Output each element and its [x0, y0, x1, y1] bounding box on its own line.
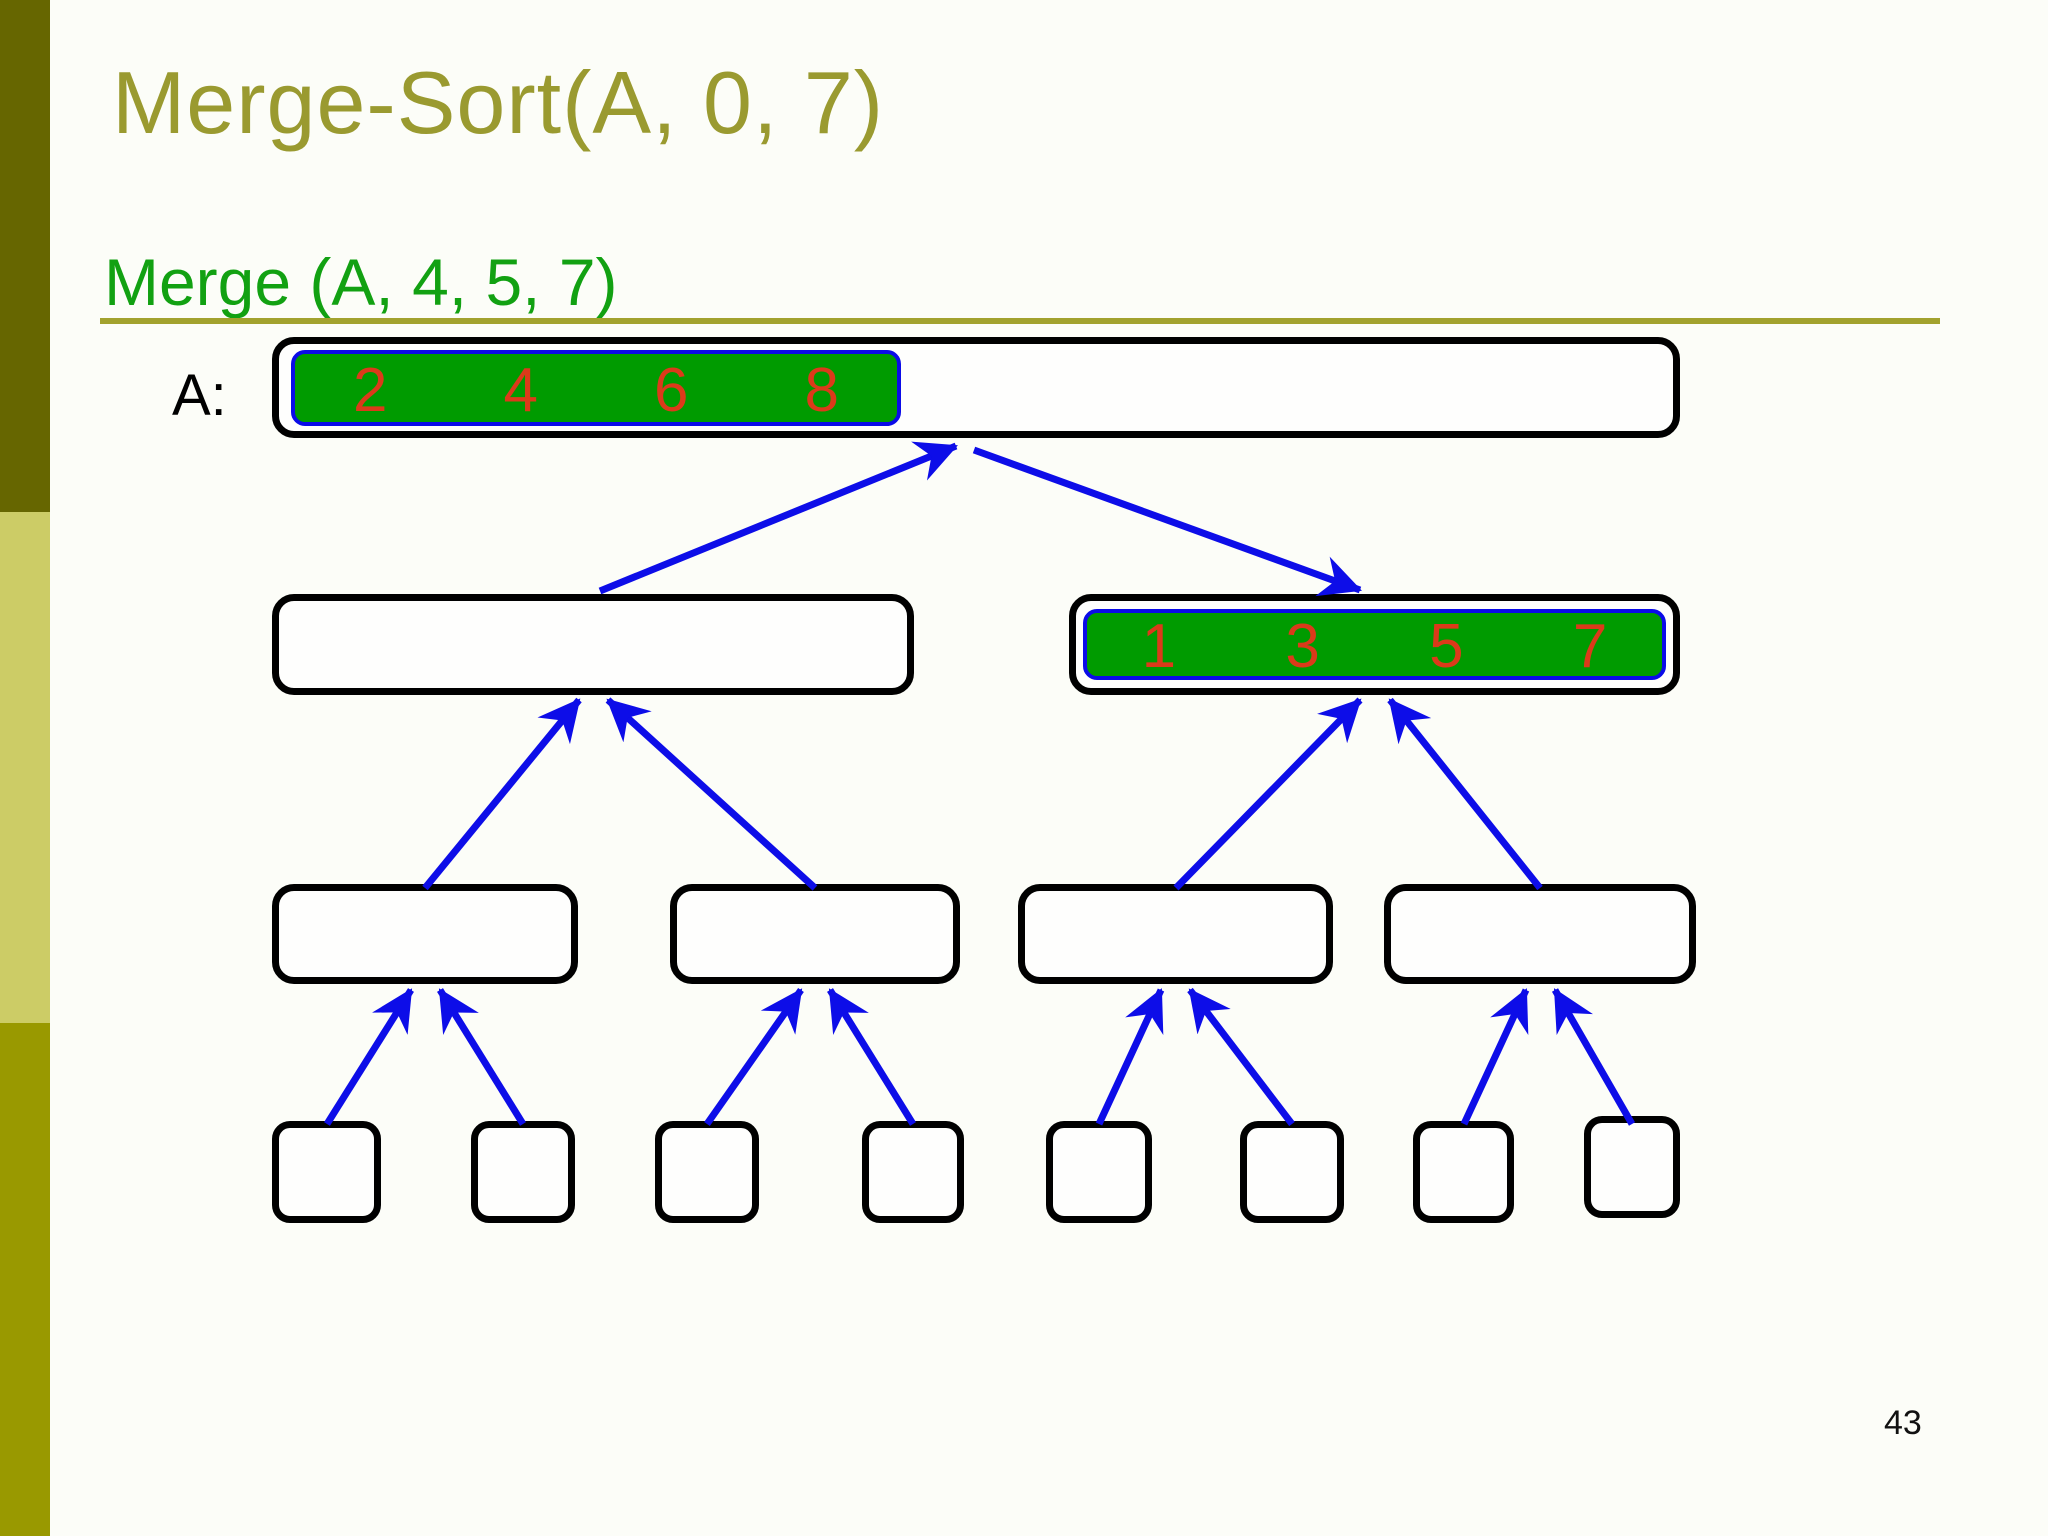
- tree-node-level3-1: [272, 884, 578, 984]
- arrow-l3-1-to-l2-left: [422, 697, 582, 891]
- tree-node-level4-8: [1584, 1116, 1680, 1218]
- arrow-l3-3-to-l2-right: [1173, 697, 1363, 891]
- arrow-l4-7-to-l3-4: [1460, 988, 1530, 1126]
- tree-node-level2-right: 1 3 5 7: [1069, 594, 1680, 695]
- tree-node-level4-1: [272, 1121, 381, 1223]
- tree-node-level2-left: [272, 594, 914, 695]
- slide-title: Merge-Sort(A, 0, 7): [112, 53, 885, 152]
- sidebar-accent-top: [0, 0, 50, 512]
- tree-node-level3-4: [1384, 884, 1696, 984]
- title-underline: [100, 318, 1940, 324]
- arrow-l4-6-to-l3-3: [1187, 987, 1295, 1127]
- arrow-l4-3-to-l3-2: [704, 987, 804, 1127]
- arrow-l4-1-to-l3-1: [324, 988, 414, 1126]
- page-number: 43: [1884, 1404, 1922, 1442]
- arrow-l3-4-to-l2-right: [1387, 697, 1543, 891]
- arrow-l4-8-to-l3-4: [1551, 988, 1636, 1126]
- arrow-l3-2-to-l2-left: [605, 697, 818, 891]
- arrow-left-half-up-to-a: [598, 441, 958, 595]
- array-value: 6: [654, 355, 689, 425]
- sidebar-accent-middle: [0, 512, 50, 1023]
- tree-node-level4-7: [1413, 1121, 1514, 1223]
- array-value: 7: [1572, 612, 1608, 681]
- array-value: 1: [1141, 612, 1177, 681]
- arrow-l4-5-to-l3-3: [1095, 988, 1165, 1126]
- array-value: 2: [353, 355, 388, 425]
- array-value: 3: [1285, 612, 1320, 681]
- array-value: 5: [1429, 612, 1464, 681]
- arrow-a-down-to-right-half: [972, 446, 1362, 597]
- merge-call-subtitle: Merge (A, 4, 5, 7): [104, 245, 618, 319]
- array-value: 8: [804, 355, 839, 425]
- tree-node-level4-6: [1240, 1121, 1344, 1223]
- tree-node-level4-3: [655, 1121, 759, 1223]
- array-a-label: A:: [172, 363, 227, 428]
- merged-right-half-highlight: 1 3 5 7: [1083, 609, 1666, 681]
- tree-node-level4-4: [862, 1121, 964, 1223]
- arrow-l4-2-to-l3-1: [437, 988, 526, 1126]
- sidebar-accent-bottom: [0, 1023, 50, 1536]
- tree-node-level1-array-a: 2 4 6 8: [272, 337, 1680, 438]
- tree-node-level4-2: [471, 1121, 575, 1223]
- arrow-l4-4-to-l3-2: [827, 988, 916, 1126]
- array-value: 4: [503, 355, 538, 425]
- tree-node-level3-3: [1018, 884, 1333, 984]
- tree-node-level4-5: [1046, 1121, 1152, 1223]
- merged-left-half-highlight: 2 4 6 8: [291, 350, 901, 426]
- tree-node-level3-2: [670, 884, 960, 984]
